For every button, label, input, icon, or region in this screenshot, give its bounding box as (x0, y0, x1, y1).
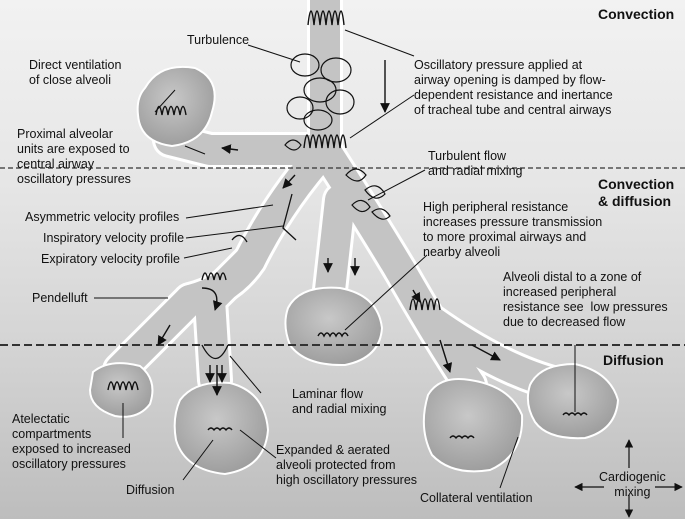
label-laminar-flow: Laminar flow and radial mixing (292, 387, 387, 416)
label-turbulent-flow: Turbulent flow and radial mixing (428, 149, 523, 178)
label-diffusion: Diffusion (126, 483, 175, 497)
alveolus-oscillation-atelectatic (107, 381, 139, 391)
label-direct-ventilation: Direct ventilation of close alveoli (29, 58, 122, 87)
expiratory-profile-sketch (231, 234, 248, 243)
label-proximal-alveolar: Proximal alveolar units are exposed to c… (17, 127, 131, 186)
alveolus-low-pressure-right (526, 362, 620, 440)
zone-title-convection: Convection (598, 6, 675, 22)
label-turbulence: Turbulence (187, 33, 250, 47)
zone-title-convection-diffusion: Convection & diffusion (598, 176, 675, 209)
oscillation-waves (107, 10, 588, 440)
alveolus-oscillation-close (155, 105, 187, 116)
alveolus-low-pressure-left (422, 378, 524, 473)
cardiogenic-arrows (574, 439, 683, 518)
alveolus-oscillation-low-left (449, 435, 475, 440)
label-expiratory-velocity: Expiratory velocity profile (41, 252, 180, 266)
airway-oscillation-small (201, 272, 227, 281)
airway-oscillation-right (409, 298, 441, 311)
label-cardiogenic-mixing: Cardiogenic mixing (599, 470, 666, 499)
inspiratory-profile-sketch (282, 193, 297, 241)
flow-arrows (157, 60, 501, 396)
zone-separators (0, 167, 685, 346)
laminar-profile-sketch (201, 344, 229, 360)
alveolus-oscillation-expanded (207, 427, 233, 432)
label-collateral-ventilation: Collateral ventilation (420, 491, 533, 505)
zone-title-diffusion: Diffusion (603, 352, 664, 368)
velocity-profiles (201, 193, 297, 360)
trachea-oscillation (307, 10, 345, 26)
alveolus-oscillation-peripheral (317, 332, 349, 338)
label-inspiratory-velocity: Inspiratory velocity profile (43, 231, 185, 245)
airway-tree (102, 0, 578, 403)
label-oscillatory-pressure: Oscillatory pressure applied at airway o… (414, 58, 613, 117)
label-asymmetric-velocity: Asymmetric velocity profiles (25, 210, 180, 224)
alveolus-peripheral (284, 286, 384, 367)
airway-oscillation (303, 134, 347, 149)
leader-lines (94, 29, 576, 489)
label-pendelluft: Pendelluft (32, 291, 88, 305)
label-alveoli-distal: Alveoli distal to a zone of increased pe… (503, 270, 668, 329)
alveolus-atelectatic (88, 362, 154, 418)
label-high-peripheral: High peripheral resistance increases pre… (423, 200, 603, 259)
label-expanded-aerated: Expanded & aerated alveoli protected fro… (276, 443, 418, 487)
turbulence-swirls (284, 53, 391, 220)
label-atelectatic: Atelectatic compartments exposed to incr… (12, 412, 131, 471)
alveolus-oscillation-low-right (562, 412, 588, 417)
